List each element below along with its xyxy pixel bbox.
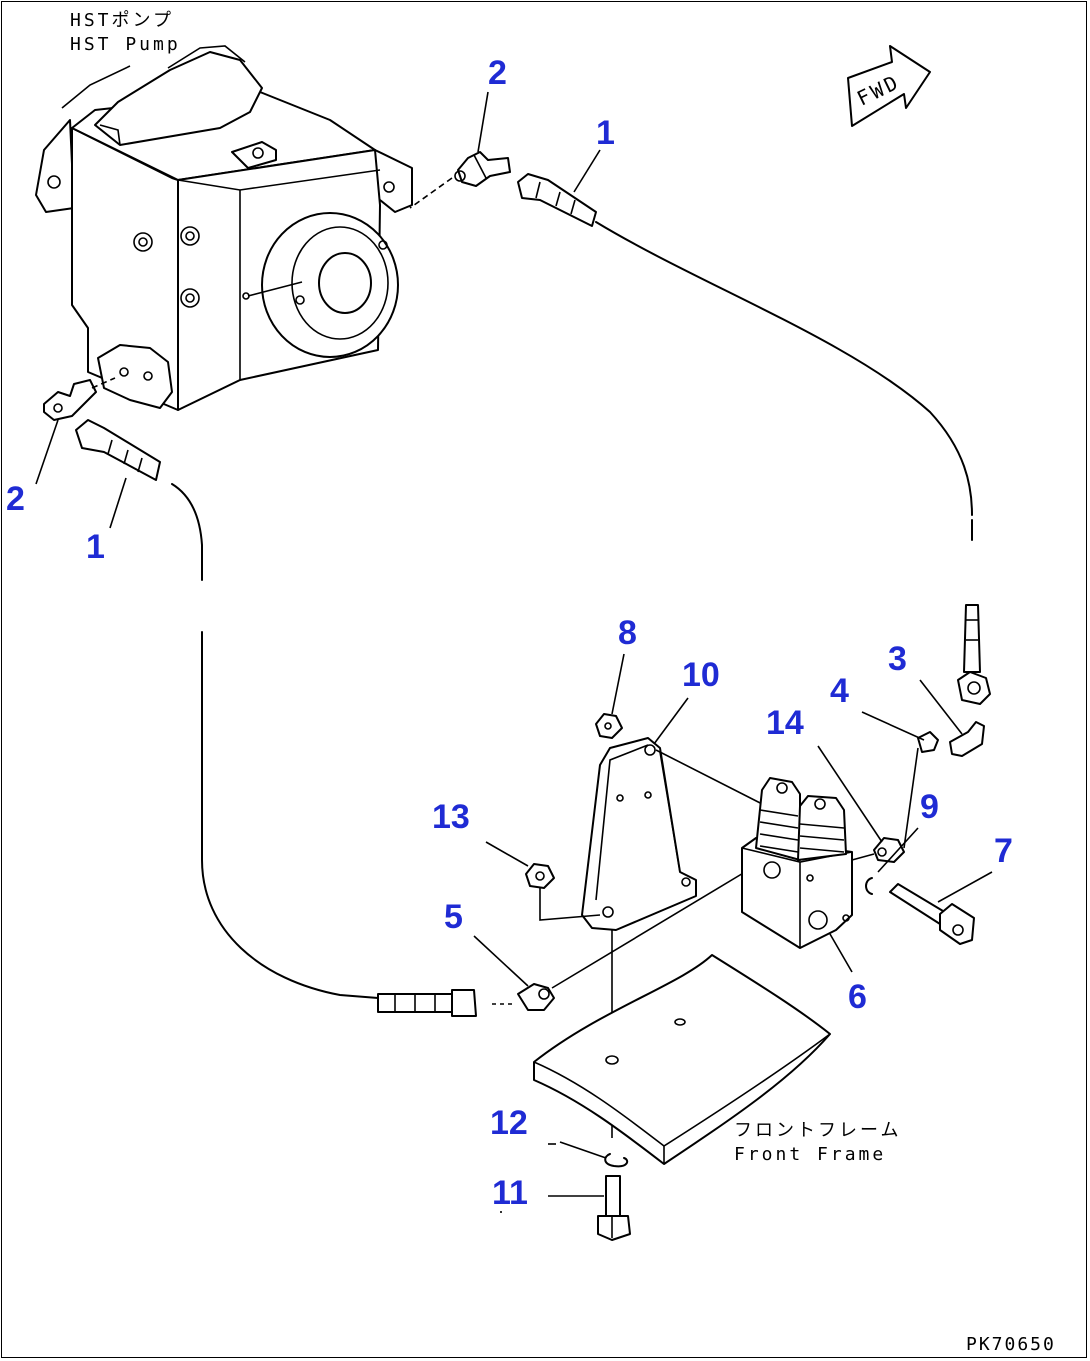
callout-11: 11	[492, 1174, 528, 1212]
fwd-arrow	[847, 45, 931, 127]
callout-1-top: 1	[596, 114, 615, 152]
nut-8	[595, 713, 623, 739]
bottom-hose-end	[377, 989, 477, 1017]
callout-8: 8	[618, 614, 637, 652]
fitting-4	[917, 731, 939, 753]
callout-13: 13	[432, 798, 470, 836]
top-hose-end	[517, 173, 597, 227]
callout-6: 6	[848, 978, 867, 1016]
front-frame-plate	[533, 954, 831, 1165]
fitting-5	[517, 983, 555, 1011]
callout-3: 3	[888, 640, 907, 678]
hst-pump-label-en: HST Pump	[70, 34, 181, 55]
callout-14: 14	[766, 704, 804, 742]
callout-12: 12	[490, 1104, 528, 1142]
left-hose-end	[75, 419, 161, 481]
fitting-14	[873, 837, 905, 863]
hst-pump	[35, 45, 413, 411]
callout-4: 4	[830, 672, 849, 710]
callout-2-left: 2	[6, 480, 25, 518]
top-elbow-fitting	[454, 151, 511, 187]
callout-1-left: 1	[86, 528, 105, 566]
callout-2-top: 2	[488, 54, 507, 92]
front-frame-label-en: Front Frame	[734, 1144, 887, 1165]
callout-10: 10	[682, 656, 720, 694]
front-frame-label-jp: フロントフレーム	[734, 1120, 902, 1141]
right-hose-end	[957, 604, 991, 705]
hst-pump-label-jp: HSTポンプ	[70, 10, 174, 31]
drawing-number: PK70650	[966, 1334, 1056, 1355]
bolt-11	[597, 1175, 631, 1241]
left-elbow-fitting	[43, 379, 97, 421]
valve-6	[741, 777, 853, 949]
bolt-7	[889, 883, 975, 945]
nut-13	[525, 863, 555, 889]
callout-9: 9	[920, 788, 939, 826]
callout-7: 7	[994, 832, 1013, 870]
fitting-3	[949, 721, 985, 757]
leader-lines	[35, 91, 993, 1197]
callout-5: 5	[444, 898, 463, 936]
washer-12	[604, 1153, 629, 1168]
washer-9	[865, 877, 873, 895]
bracket-10	[581, 737, 697, 931]
